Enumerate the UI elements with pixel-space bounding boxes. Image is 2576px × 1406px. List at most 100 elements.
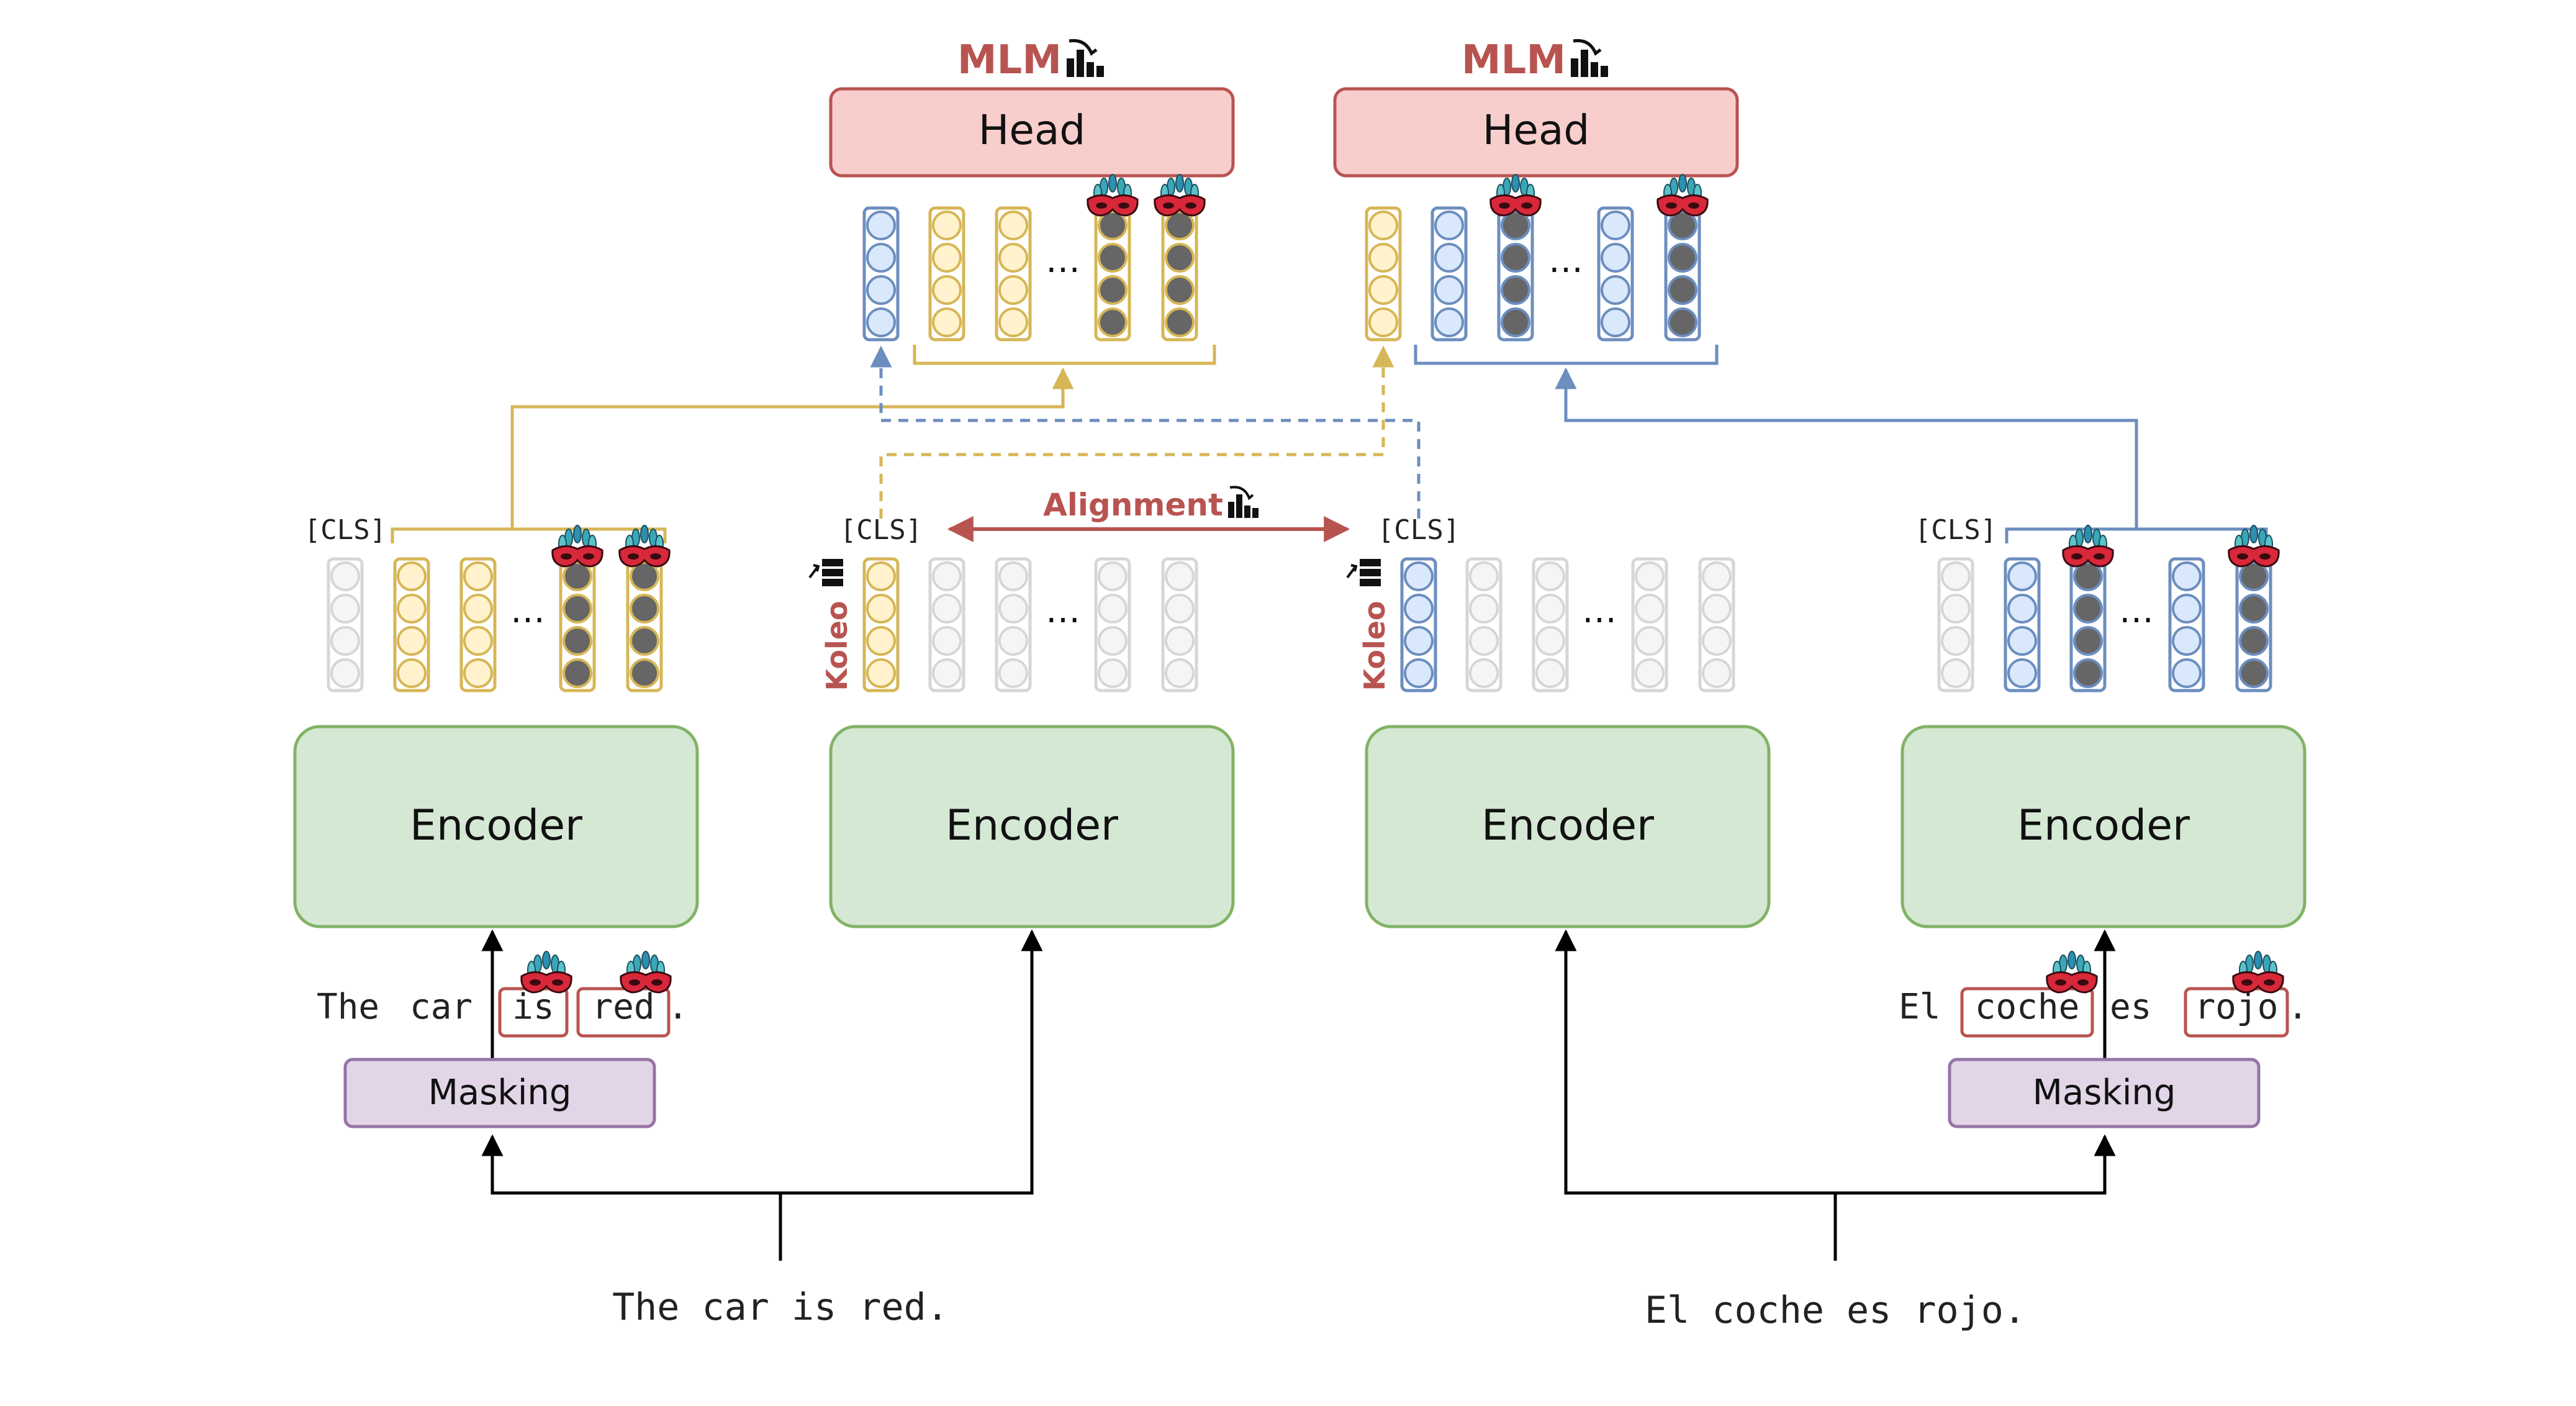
token-vector-frame — [1937, 557, 1974, 692]
token-vector — [1161, 206, 1198, 342]
mask-eye — [1163, 202, 1174, 209]
token-unit — [1165, 594, 1195, 624]
token-vector — [459, 557, 497, 692]
token-unit — [2239, 658, 2269, 688]
cls-label-encoder1: [CLS] — [304, 514, 386, 546]
token-vector-frame — [995, 557, 1032, 692]
token-unit — [2172, 561, 2202, 591]
token-unit — [1941, 626, 1971, 656]
token-vector — [862, 206, 900, 342]
masking-label: Masking — [428, 1073, 572, 1113]
token-vector — [1400, 557, 1437, 692]
token-unit — [463, 658, 493, 688]
mask-eye — [1118, 202, 1129, 209]
mask-feather — [640, 525, 649, 543]
token-unit — [1434, 307, 1464, 337]
token-vector-frame — [393, 557, 430, 692]
token-unit — [1098, 658, 1128, 688]
mask-eye — [1499, 202, 1510, 209]
token-unit — [1165, 275, 1195, 305]
mask-eye — [629, 979, 640, 986]
mask-feather — [1108, 174, 1117, 193]
mask-icon — [2046, 951, 2098, 994]
token-unit — [932, 594, 962, 624]
mask-feather — [2084, 525, 2092, 543]
token-unit — [1368, 243, 1398, 273]
token-unit — [1404, 626, 1434, 656]
token-vector-frame — [1400, 557, 1437, 692]
token-unit — [866, 243, 896, 273]
alignment-label: Alignment — [1043, 487, 1223, 523]
mask-eye — [1666, 202, 1677, 209]
encoder-4: Encoder — [1900, 725, 2307, 928]
mask-icon — [1489, 174, 1542, 217]
mask-eye — [628, 553, 639, 560]
mask-icons-layer — [520, 174, 2284, 994]
token-unit — [1668, 275, 1697, 305]
token-vector — [1161, 557, 1198, 692]
token-unit — [1098, 307, 1128, 337]
token-unit — [1535, 561, 1565, 591]
token-vector — [626, 557, 663, 692]
token-unit — [998, 211, 1028, 240]
token-unit — [866, 275, 896, 305]
token-unit — [1501, 307, 1530, 337]
mask-body — [1489, 194, 1542, 217]
encoder4-to-head2-line — [1555, 367, 2138, 529]
token-unit — [1165, 211, 1195, 240]
token-vector — [1430, 206, 1468, 342]
token-unit — [1601, 211, 1630, 240]
mask-icon — [1154, 174, 1206, 217]
token-unit — [932, 243, 962, 273]
en-masked-sentence: The car is red . — [317, 987, 689, 1038]
token-unit — [866, 658, 896, 688]
token-unit — [1601, 243, 1630, 273]
encoder-box — [1900, 725, 2307, 928]
mask-eye — [583, 553, 594, 560]
es-input-to-masking-line — [1835, 1134, 2116, 1195]
token-rojo: rojo — [2195, 987, 2279, 1027]
token-unit — [1165, 243, 1195, 273]
mask-icon — [2232, 951, 2284, 994]
token-car: car — [410, 987, 472, 1027]
token-vector-frame — [995, 206, 1032, 342]
token-unit — [1535, 594, 1565, 624]
token-vector-frame — [1365, 206, 1402, 342]
es-masked-sentence: El coche es rojo . — [1899, 987, 2308, 1038]
token-unit — [998, 594, 1028, 624]
mask-body — [618, 545, 671, 568]
token-unit — [1098, 561, 1128, 591]
es-input-split-line — [1555, 929, 1837, 1261]
encoder-label: Encoder — [410, 801, 582, 850]
mask-eye — [552, 979, 563, 986]
token-unit — [397, 626, 427, 656]
token-unit — [2239, 626, 2269, 656]
masking-es: Masking — [1948, 1058, 2261, 1128]
token-unit — [1098, 243, 1128, 273]
encoder-box — [293, 725, 699, 928]
token-unit — [1434, 243, 1464, 273]
token-unit — [1941, 658, 1971, 688]
mask-icon — [618, 525, 671, 568]
encoder1-bracket — [391, 527, 667, 543]
token-vector-frame — [928, 557, 965, 692]
token-unit — [330, 626, 360, 656]
token-unit — [463, 594, 493, 624]
encoder-label: Encoder — [1481, 801, 1654, 850]
masking-box — [343, 1058, 656, 1128]
token-unit — [563, 658, 592, 688]
token-unit — [1165, 626, 1195, 656]
token-period: . — [2287, 987, 2308, 1027]
token-unit — [1434, 275, 1464, 305]
mask-feather — [2254, 951, 2262, 969]
token-unit — [397, 594, 427, 624]
token-unit — [1635, 594, 1665, 624]
token-vector-frame — [1597, 206, 1634, 342]
ellipsis-encoder2: … — [1046, 591, 1080, 631]
mask-feather — [1678, 174, 1687, 193]
token-unit — [1098, 626, 1128, 656]
token-unit — [866, 594, 896, 624]
token-unit — [866, 307, 896, 337]
stacked-bars-icon — [1346, 559, 1381, 586]
token-vector — [2235, 557, 2272, 692]
